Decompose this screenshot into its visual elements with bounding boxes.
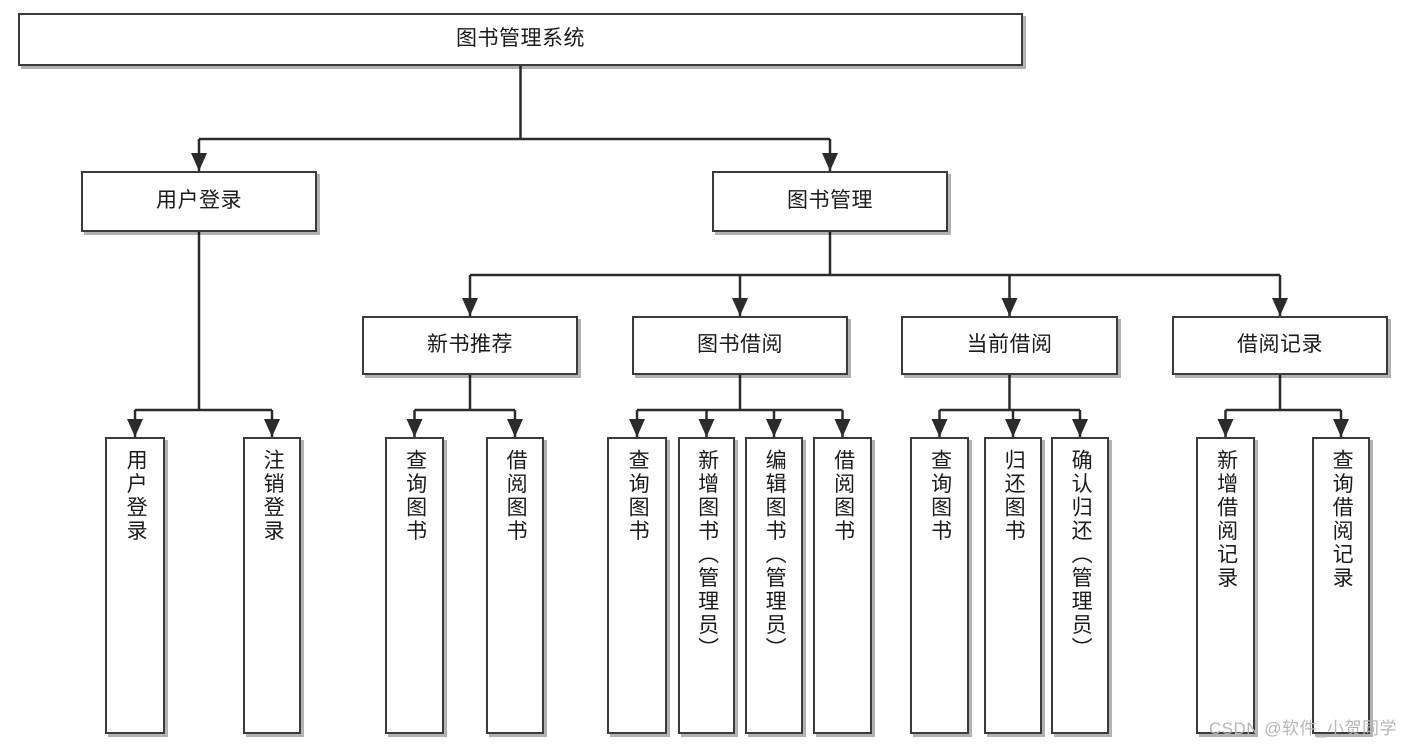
node-label: 新增借阅记录 <box>1214 449 1238 590</box>
node-newbook[interactable]: 新书推荐 <box>362 316 578 375</box>
node-label: 用户登录 <box>124 449 148 543</box>
node-label: 归还图书 <box>1002 449 1026 543</box>
arrowhead-icon <box>766 419 782 437</box>
node-leaf-bo-br[interactable]: 借阅图书 <box>813 437 872 734</box>
arrowhead-icon <box>264 419 280 437</box>
node-leaf-login[interactable]: 用户登录 <box>105 437 165 734</box>
node-label: 编辑图书（管理员） <box>763 449 787 661</box>
node-current[interactable]: 当前借阅 <box>901 316 1118 375</box>
node-leaf-bo-add[interactable]: 新增图书（管理员） <box>678 437 735 734</box>
node-leaf-re-add[interactable]: 新增借阅记录 <box>1196 437 1255 734</box>
arrowhead-icon <box>1001 298 1018 316</box>
arrowhead-icon <box>931 419 948 437</box>
arrowhead-icon <box>834 419 851 437</box>
watermark-label: CSDN @软件_小贺同学 <box>1208 719 1397 738</box>
node-label: 查询借阅记录 <box>1330 449 1354 590</box>
node-borrow[interactable]: 图书借阅 <box>632 316 848 375</box>
node-label: 当前借阅 <box>966 333 1053 357</box>
node-label: 查询图书 <box>626 449 650 543</box>
node-login[interactable]: 用户登录 <box>81 171 317 232</box>
node-label: 图书借阅 <box>697 333 783 357</box>
node-label: 新书推荐 <box>427 333 513 357</box>
node-label: 新增图书（管理员） <box>695 449 719 661</box>
arrowhead-icon <box>507 419 523 437</box>
node-label: 查询图书 <box>403 449 427 543</box>
arrowhead-icon <box>732 298 748 316</box>
arrowhead-icon <box>629 419 645 437</box>
node-leaf-cu-rt[interactable]: 归还图书 <box>984 437 1042 734</box>
node-label: 图书管理系统 <box>456 27 585 51</box>
node-leaf-bo-q[interactable]: 查询图书 <box>607 437 667 734</box>
arrowhead-icon <box>698 419 715 437</box>
arrowhead-icon <box>1272 298 1288 316</box>
node-label: 借阅图书 <box>831 449 855 543</box>
node-leaf-nb-b[interactable]: 借阅图书 <box>486 437 544 734</box>
node-label: 查询图书 <box>928 449 952 543</box>
node-leaf-logout[interactable]: 注销登录 <box>243 437 301 734</box>
node-bookmgmt[interactable]: 图书管理 <box>712 171 948 232</box>
arrowhead-icon <box>1333 419 1349 437</box>
node-label: 借阅记录 <box>1237 333 1323 357</box>
arrowhead-icon <box>127 419 143 437</box>
node-leaf-nb-q[interactable]: 查询图书 <box>385 437 444 734</box>
arrowhead-icon <box>1217 419 1234 437</box>
arrowhead-icon <box>1005 419 1021 437</box>
node-leaf-re-q[interactable]: 查询借阅记录 <box>1312 437 1370 734</box>
node-label: 图书管理 <box>787 189 873 213</box>
node-label: 借阅图书 <box>504 449 528 543</box>
arrowhead-icon <box>191 153 207 171</box>
node-label: 用户登录 <box>156 189 242 213</box>
arrowhead-icon <box>406 419 423 437</box>
node-label: 确认归还（管理员） <box>1069 449 1093 661</box>
node-leaf-cu-cf[interactable]: 确认归还（管理员） <box>1051 437 1109 734</box>
node-label: 注销登录 <box>261 449 285 543</box>
arrowhead-icon <box>822 153 838 171</box>
arrowhead-icon <box>1072 419 1088 437</box>
node-root[interactable]: 图书管理系统 <box>18 13 1023 66</box>
node-leaf-bo-ed[interactable]: 编辑图书（管理员） <box>745 437 803 734</box>
arrowhead-icon <box>462 298 478 316</box>
node-records[interactable]: 借阅记录 <box>1172 316 1388 375</box>
node-leaf-cu-q[interactable]: 查询图书 <box>910 437 969 734</box>
